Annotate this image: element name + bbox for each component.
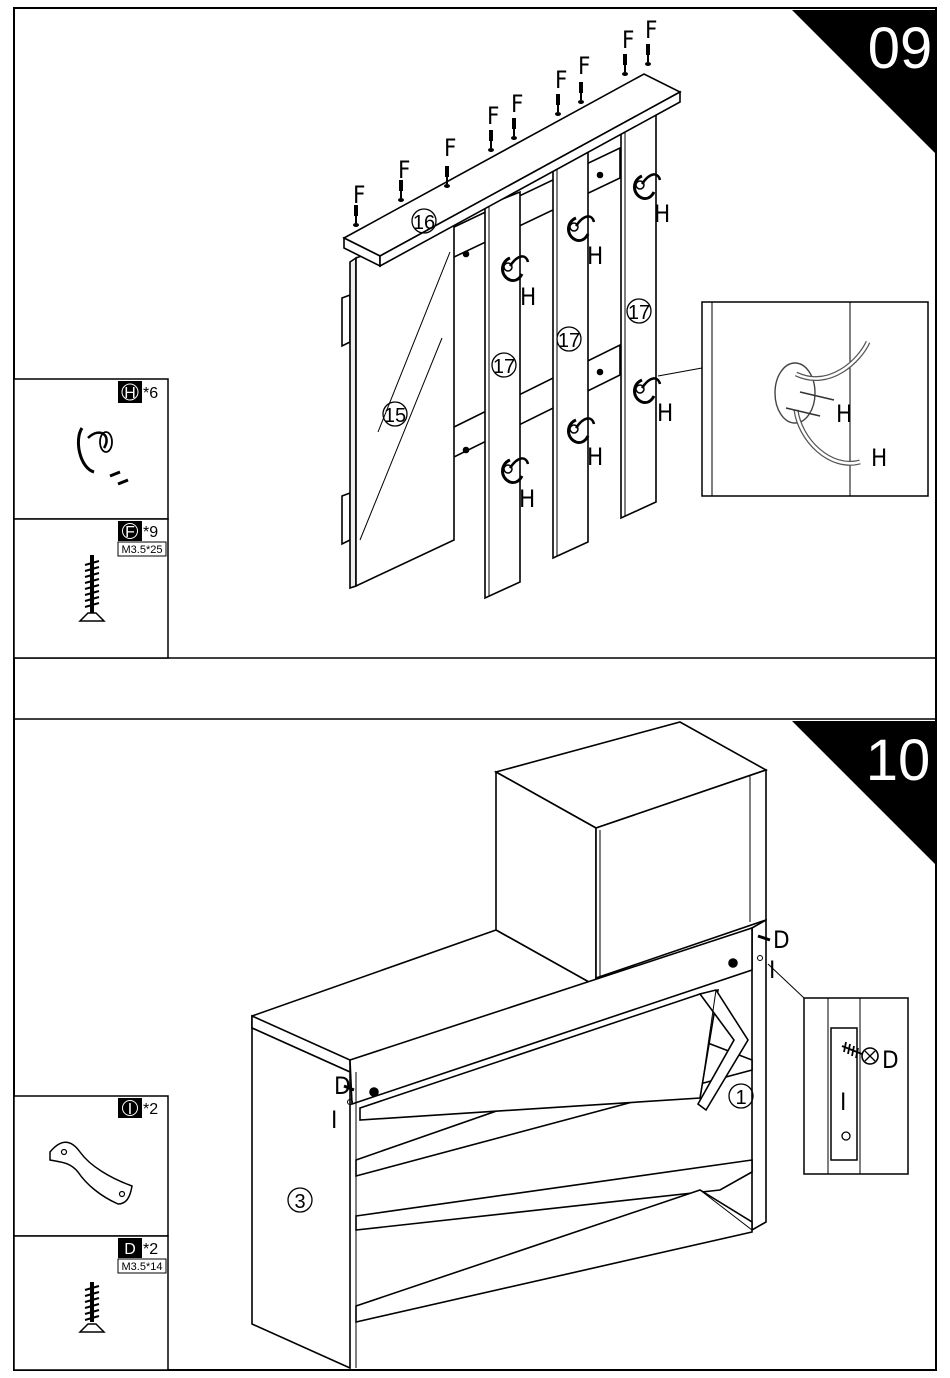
parts-box-h: H *6 xyxy=(14,379,168,519)
svg-text:H: H xyxy=(836,400,852,428)
svg-text:H: H xyxy=(654,200,670,228)
step-09-badge: 09 xyxy=(790,10,936,156)
svg-text:H: H xyxy=(871,444,887,472)
svg-text:I: I xyxy=(331,1106,337,1134)
svg-text:D: D xyxy=(124,1241,136,1258)
svg-text:F: F xyxy=(622,26,634,54)
vertical-board-left xyxy=(485,192,520,598)
svg-text:17: 17 xyxy=(493,356,515,378)
step-10-number: 10 xyxy=(866,728,931,793)
svg-text:*2: *2 xyxy=(143,1241,158,1258)
svg-text:D: D xyxy=(334,1072,351,1100)
svg-text:I: I xyxy=(840,1088,846,1116)
svg-text:H: H xyxy=(587,242,603,270)
step-10-badge: 10 xyxy=(792,721,936,865)
svg-text:*9: *9 xyxy=(143,524,158,541)
svg-text:F: F xyxy=(125,524,135,541)
svg-text:17: 17 xyxy=(558,330,580,352)
svg-text:*6: *6 xyxy=(143,385,158,402)
hook-detail-inset: H H xyxy=(658,302,928,496)
svg-text:1: 1 xyxy=(735,1087,746,1109)
step-09-drawing xyxy=(342,74,680,598)
svg-text:16: 16 xyxy=(413,212,435,234)
svg-text:F: F xyxy=(511,90,523,118)
svg-text:M3.5*14: M3.5*14 xyxy=(122,1261,163,1273)
svg-text:15: 15 xyxy=(384,405,406,427)
svg-text:I: I xyxy=(128,1101,132,1118)
svg-text:F: F xyxy=(578,52,590,80)
step-09-number: 09 xyxy=(868,16,933,81)
parts-box-i: I *2 xyxy=(14,1096,168,1236)
svg-text:F: F xyxy=(487,102,499,130)
parts-box-d: D *2 M3.5*14 xyxy=(14,1236,168,1370)
svg-text:D: D xyxy=(773,926,790,954)
svg-text:H: H xyxy=(520,283,536,311)
svg-text:F: F xyxy=(444,134,456,162)
parts-box-f: F *9 M3.5*25 xyxy=(14,519,168,658)
svg-text:D: D xyxy=(882,1046,899,1074)
svg-text:F: F xyxy=(398,156,410,184)
svg-text:H: H xyxy=(657,399,673,427)
svg-text:H: H xyxy=(124,385,136,402)
vertical-board-middle xyxy=(553,148,588,558)
step-10-drawing xyxy=(252,722,766,1368)
svg-text:H: H xyxy=(587,443,603,471)
svg-text:17: 17 xyxy=(628,302,650,324)
bracket-detail-inset: D I xyxy=(768,964,908,1174)
svg-text:M3.5*25: M3.5*25 xyxy=(122,544,163,556)
svg-text:F: F xyxy=(645,16,657,44)
svg-text:F: F xyxy=(353,181,365,209)
svg-text:F: F xyxy=(555,66,567,94)
svg-text:3: 3 xyxy=(294,1191,305,1213)
svg-text:H: H xyxy=(519,485,535,513)
svg-text:*2: *2 xyxy=(143,1101,158,1118)
